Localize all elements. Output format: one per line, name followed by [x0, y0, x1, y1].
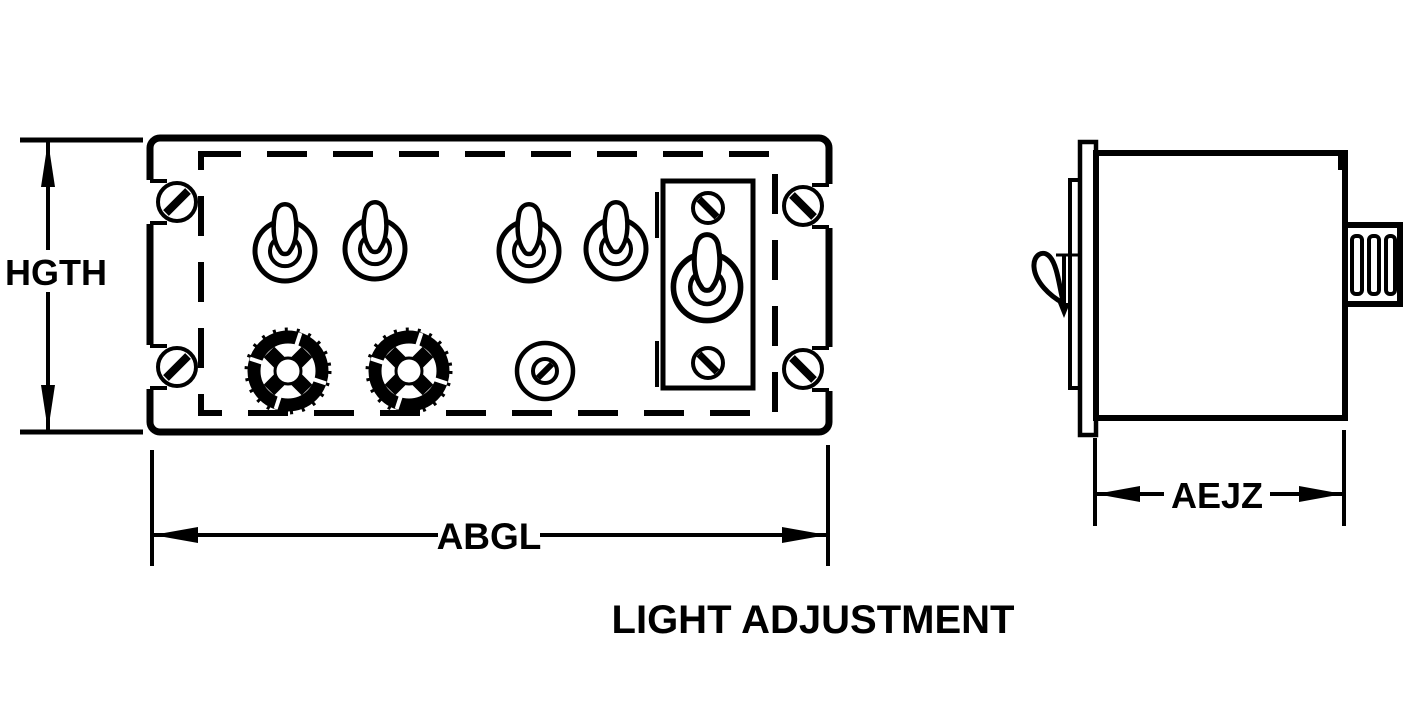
screw-icon [158, 348, 196, 386]
width-dimension-label: ABGL [437, 516, 542, 557]
arrowhead-down-icon [41, 385, 55, 431]
panel-dashed-border [198, 151, 778, 416]
switch-subpanel [655, 178, 756, 391]
label-backing [438, 516, 540, 556]
label-backing [4, 250, 108, 292]
screw-icon [784, 350, 822, 388]
screw-icon [693, 193, 723, 223]
diagram-title: LIGHT ADJUSTMENT [612, 598, 1015, 642]
lever-tip [1058, 303, 1070, 318]
adjustment-screw-icon [517, 343, 573, 399]
side-view [1031, 139, 1403, 438]
housing-body [1093, 150, 1348, 421]
height-dimension-label: HGTH [5, 252, 107, 293]
arrowhead-right-icon [1299, 486, 1343, 502]
screw-icon [158, 183, 196, 221]
arrowhead-up-icon [41, 141, 55, 187]
rear-connector [1342, 222, 1403, 307]
height-dimension: HGTH [4, 137, 143, 435]
width-dimension: ABGL [150, 445, 830, 566]
edge-notch [822, 184, 838, 228]
screw-icon [693, 348, 723, 378]
screw-icon [784, 187, 822, 225]
arrowhead-right-icon [782, 527, 827, 543]
edge-notch [822, 347, 838, 391]
edge-notch [141, 180, 157, 224]
depth-dimension-label: AEJZ [1171, 475, 1263, 516]
edge-mounting-screws [141, 179, 838, 392]
lever-profile [1031, 250, 1066, 308]
toggle-lever-side-icon [1031, 250, 1081, 318]
arrowhead-left-icon [153, 527, 198, 543]
connector-slot [1384, 234, 1397, 296]
connector-slot [1350, 234, 1364, 296]
arrowhead-left-icon [1096, 486, 1140, 502]
label-backing [1164, 476, 1270, 514]
connector-slot [1367, 234, 1381, 296]
edge-notch [141, 345, 157, 389]
front-view [141, 134, 838, 436]
depth-dimension: AEJZ [1093, 430, 1346, 526]
